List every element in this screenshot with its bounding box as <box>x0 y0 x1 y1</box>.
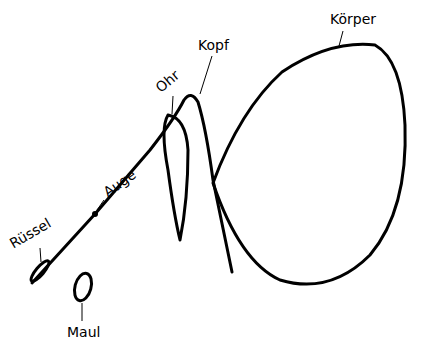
leader-line <box>200 56 212 94</box>
eye-dot <box>92 211 98 217</box>
head-trunk-outline <box>32 95 232 283</box>
part-label: Maul <box>67 325 100 340</box>
part-label: Auge <box>101 167 139 200</box>
leader-line <box>97 200 104 210</box>
part-label: Körper <box>330 12 376 27</box>
leader-line <box>82 303 83 321</box>
trunk-tip <box>29 258 52 283</box>
leader-line <box>339 31 343 46</box>
part-label: Ohr <box>153 68 183 96</box>
part-label: Kopf <box>198 38 229 53</box>
body-outline <box>213 44 405 284</box>
ear-outline <box>164 115 188 240</box>
leader-lines <box>40 31 343 321</box>
part-label: Rüssel <box>7 216 54 252</box>
leader-line <box>172 96 173 114</box>
mouth-oval <box>72 271 95 302</box>
leader-line <box>40 248 41 262</box>
